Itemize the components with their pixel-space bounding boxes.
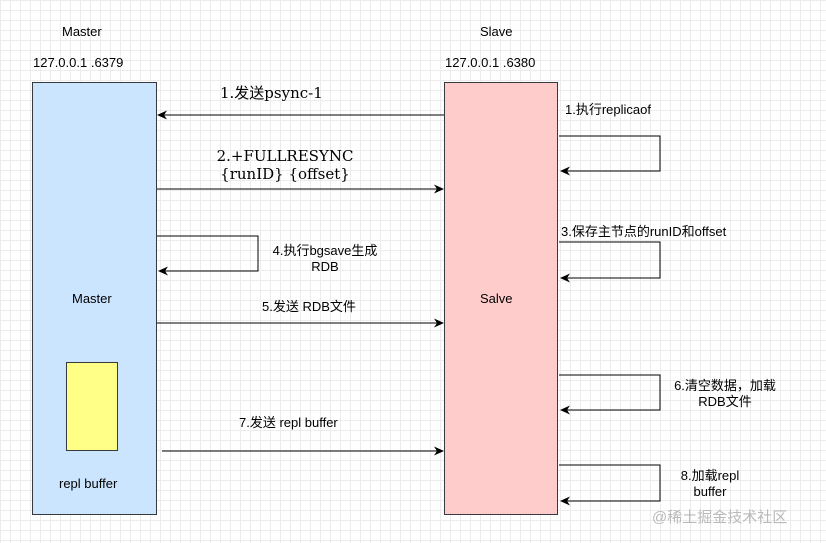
load-buffer-loop-arrow bbox=[559, 464, 661, 506]
master-address: 127.0.0.1 .6379 bbox=[33, 55, 124, 70]
save-runid-loop-arrow bbox=[559, 241, 661, 283]
step-load-buffer-label: 8.加载repl buffer bbox=[660, 468, 760, 500]
master-label: Master bbox=[72, 291, 112, 306]
step-bgsave-line1: 4.执行bgsave生成 bbox=[272, 243, 378, 258]
step-fullresync-label: 2.+FULLRESYNC {runID} {offset} bbox=[190, 147, 380, 183]
step-psync-label: 1.发送psync-1 bbox=[220, 84, 323, 102]
repl-buffer-box[interactable] bbox=[66, 362, 118, 451]
watermark: @稀土掘金技术社区 bbox=[652, 509, 788, 526]
slave-label: Salve bbox=[480, 291, 513, 306]
step-fullresync-line2: {runID} {offset} bbox=[220, 165, 350, 183]
repl-buffer-label: repl buffer bbox=[59, 476, 118, 491]
step-fullresync-line1: 2.+FULLRESYNC bbox=[216, 147, 354, 165]
step-send-buffer-label: 7.发送 repl buffer bbox=[239, 415, 338, 430]
step-clear-label: 6.清空数据，加载 RDB文件 bbox=[655, 378, 795, 410]
slave-address: 127.0.0.1 .6380 bbox=[445, 55, 536, 70]
step-bgsave-line2: RDB bbox=[311, 259, 339, 274]
step-bgsave-label: 4.执行bgsave生成 RDB bbox=[255, 243, 395, 275]
step-send-rdb-label: 5.发送 RDB文件 bbox=[262, 299, 356, 314]
step-load-buffer-line1: 8.加载repl bbox=[680, 468, 740, 483]
replicaof-loop-arrow bbox=[559, 135, 661, 176]
clear-data-loop-arrow bbox=[559, 374, 661, 415]
slave-header: Slave bbox=[480, 24, 513, 39]
step-save-runid-label: 3.保存主节点的runID和offset bbox=[561, 224, 727, 239]
master-header: Master bbox=[62, 24, 102, 39]
step-load-buffer-line2: buffer bbox=[693, 484, 727, 499]
step-clear-line2: RDB文件 bbox=[698, 394, 752, 409]
bgsave-loop-arrow bbox=[157, 235, 259, 276]
slave-node-box[interactable] bbox=[444, 82, 558, 515]
step-replicaof-label: 1.执行replicaof bbox=[565, 102, 651, 117]
step-clear-line1: 6.清空数据，加载 bbox=[674, 378, 776, 393]
